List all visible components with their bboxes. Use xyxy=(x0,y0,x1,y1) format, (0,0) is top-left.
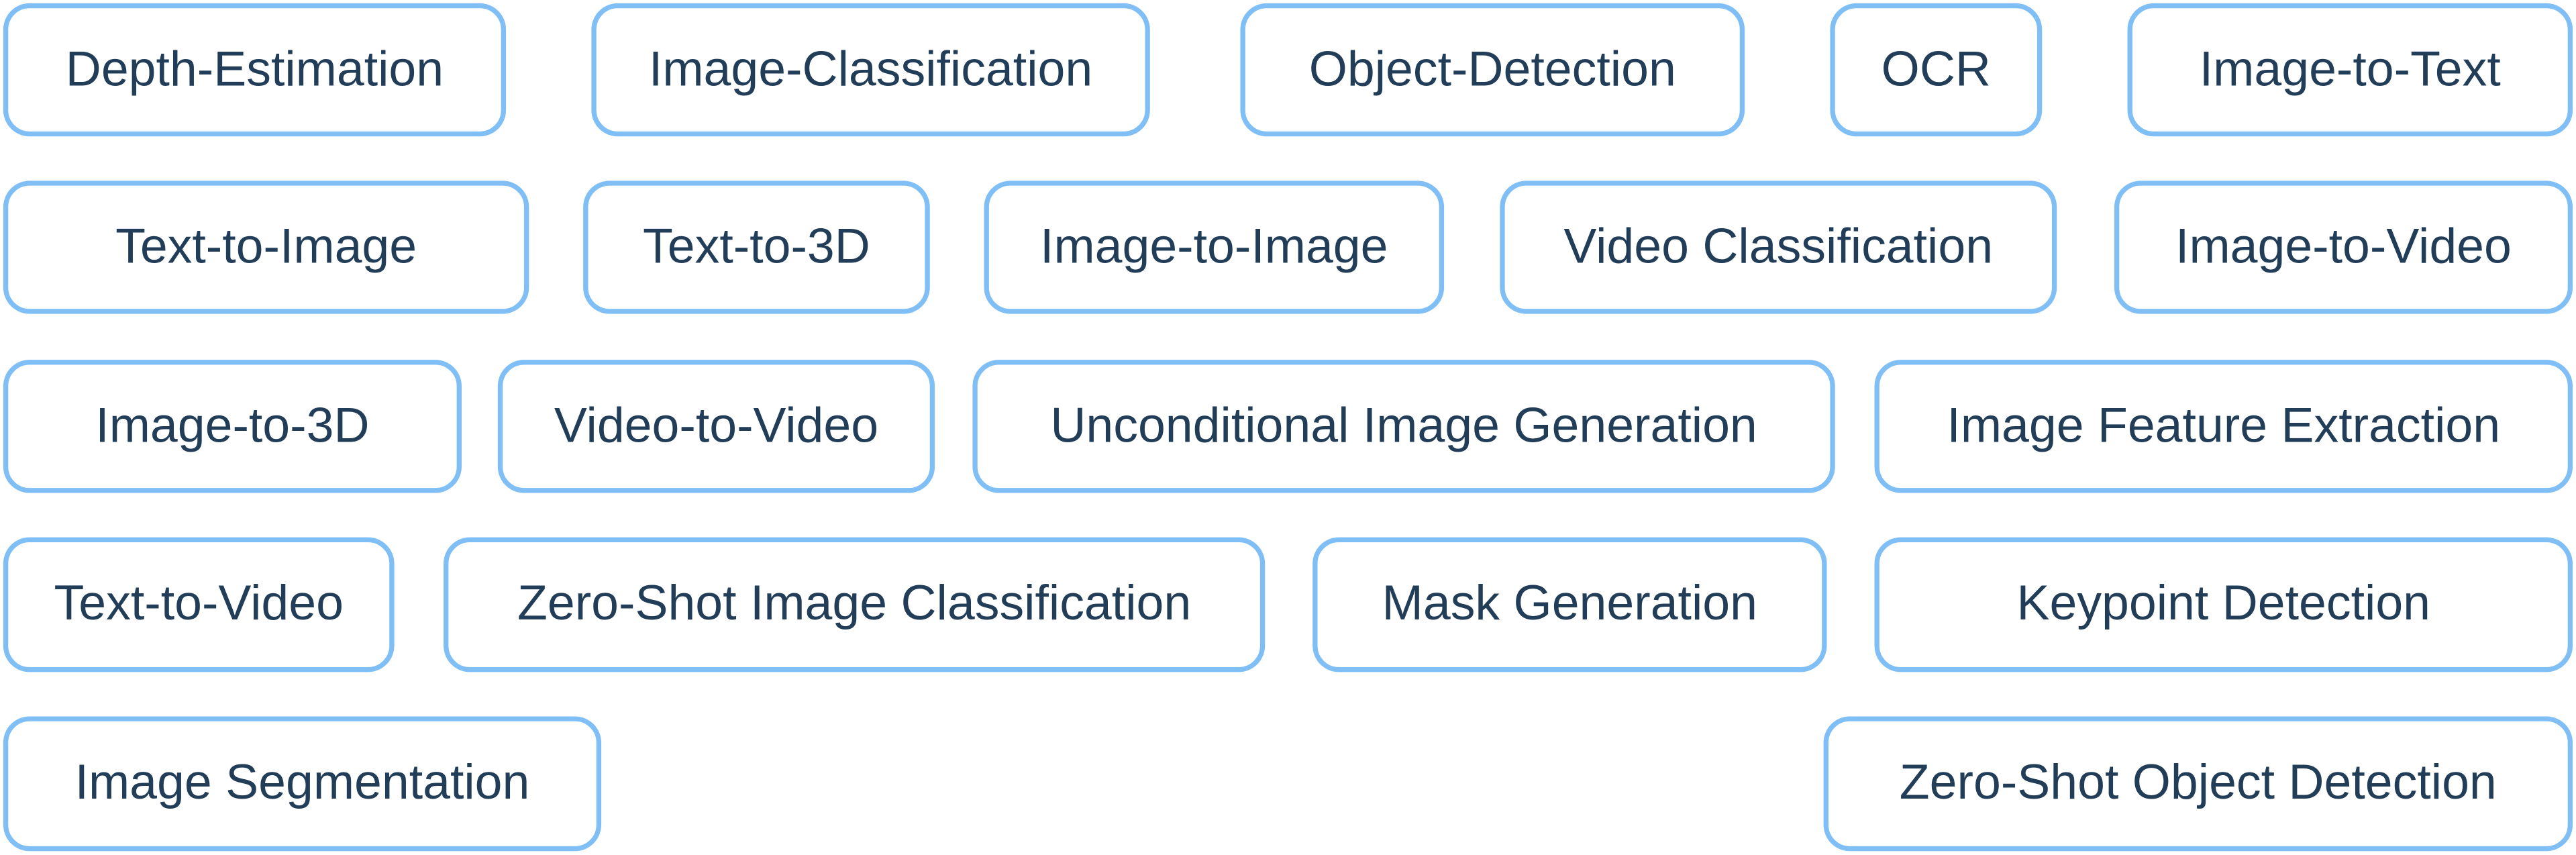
tag-image-to-image: Image-to-Image xyxy=(984,181,1445,314)
tag-zero-shot-object-detection: Zero-Shot Object Detection xyxy=(1823,716,2573,852)
tag-zero-shot-image-classification: Zero-Shot Image Classification xyxy=(444,537,1266,672)
tag-image-to-video: Image-to-Video xyxy=(2114,181,2573,314)
tag-image-to-text: Image-to-Text xyxy=(2127,3,2573,137)
tag-image-feature-extraction: Image Feature Extraction xyxy=(1874,360,2573,493)
tag-keypoint-detection: Keypoint Detection xyxy=(1874,537,2573,672)
tag-text-to-video: Text-to-Video xyxy=(3,537,395,672)
tag-video-to-video: Video-to-Video xyxy=(497,360,935,493)
tag-mask-generation: Mask Generation xyxy=(1312,537,1827,672)
tag-text-to-image: Text-to-Image xyxy=(3,181,529,314)
tag-ocr: OCR xyxy=(1830,3,2043,137)
tag-image-classification: Image-Classification xyxy=(591,3,1150,137)
tag-depth-estimation: Depth-Estimation xyxy=(3,3,507,137)
tag-video-classification: Video Classification xyxy=(1500,181,2057,314)
tag-text-to-3d: Text-to-3D xyxy=(583,181,930,314)
tag-object-detection: Object-Detection xyxy=(1240,3,1745,137)
tag-unconditional-image-generation: Unconditional Image Generation xyxy=(972,360,1835,493)
tag-image-segmentation: Image Segmentation xyxy=(3,716,602,852)
tag-image-to-3d: Image-to-3D xyxy=(3,360,462,493)
